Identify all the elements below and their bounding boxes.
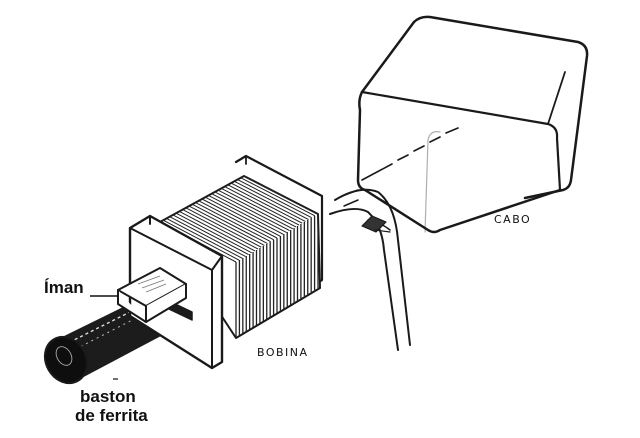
coil-label: BOBINA [257, 346, 309, 359]
magnet-label: Íman [44, 278, 84, 297]
case-box [356, 15, 589, 234]
cable [329, 188, 411, 351]
ferrite-label-line1: baston [80, 387, 136, 406]
magnet [117, 267, 187, 323]
ferrite-label-line2: de ferrita [75, 406, 148, 425]
case-label: CABO [494, 213, 531, 226]
